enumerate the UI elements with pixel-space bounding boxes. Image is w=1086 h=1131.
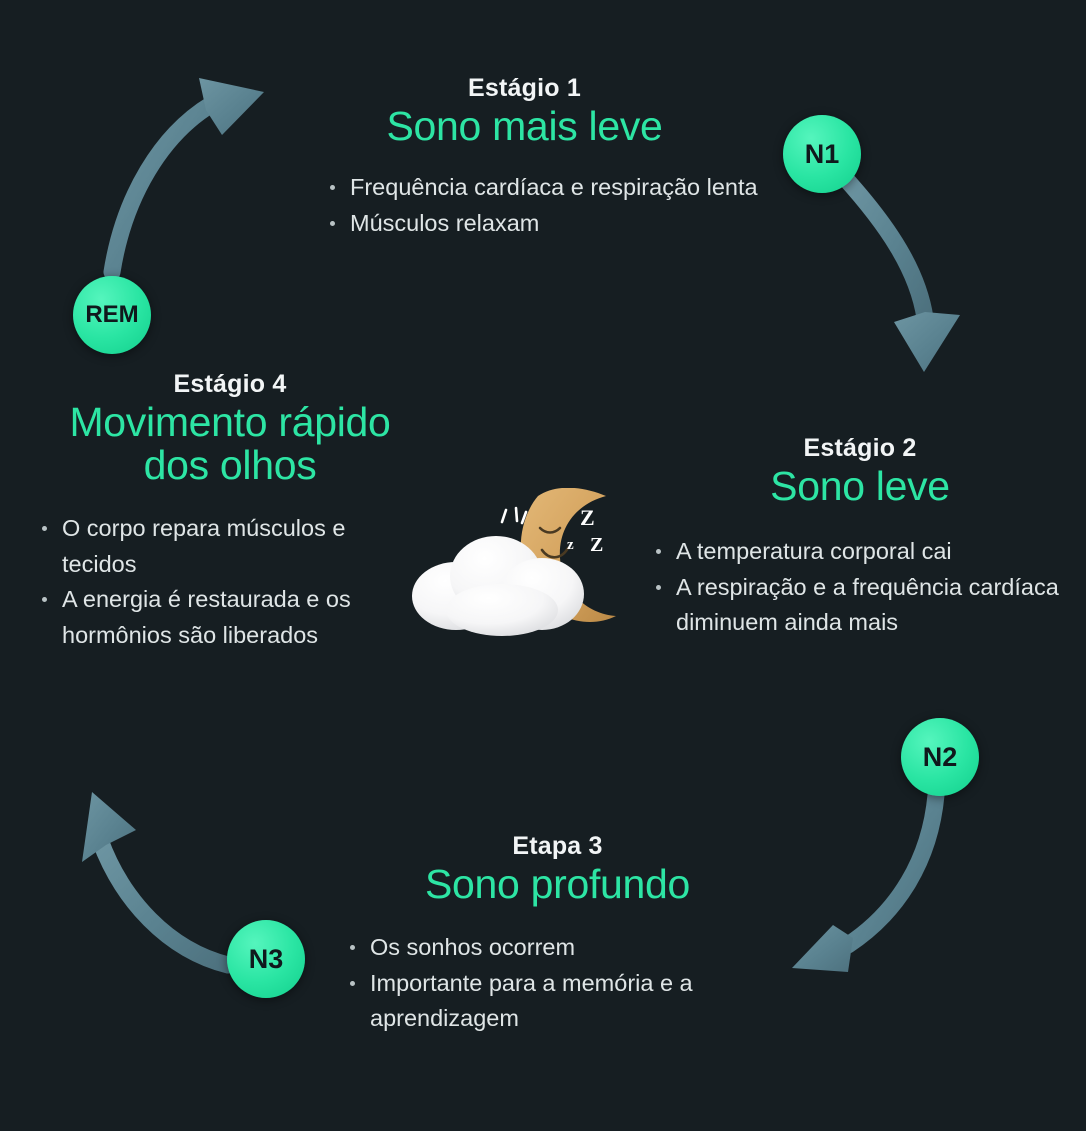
stage-4-bullet-list: O corpo repara músculos e tecidos A ener… (36, 511, 424, 654)
stage-4-eyebrow: Estágio 4 (173, 370, 287, 398)
stage-4-title: Movimento rápido dos olhos (69, 398, 391, 488)
sparkle-icon (500, 506, 528, 525)
stage-2-title: Sono leve (770, 462, 950, 509)
node-badge-n3[interactable]: N3 (227, 920, 305, 998)
svg-text:Z: Z (590, 534, 603, 556)
node-label-rem: REM (85, 301, 139, 328)
stage-1-eyebrow: Estágio 1 (468, 74, 581, 102)
node-badge-n1[interactable]: N1 (783, 115, 861, 193)
list-item: Frequência cardíaca e respiração lenta (324, 170, 787, 206)
list-item: Importante para a memória e a aprendizag… (344, 966, 785, 1037)
list-item: Músculos relaxam (324, 206, 787, 242)
list-item: A respiração e a frequência cardíaca dim… (650, 570, 1070, 641)
stage-4-heading: Estágio 4 Movimento rápido dos olhos (36, 370, 424, 487)
stage-panel-1: Estágio 1 Sono mais leve Frequência card… (262, 74, 787, 241)
stage-panel-2: Estágio 2 Sono leve A temperatura corpor… (650, 434, 1070, 641)
node-label-n3: N3 (248, 943, 284, 974)
list-item: Os sonhos ocorrem (344, 930, 785, 966)
stage-1-bullet-list: Frequência cardíaca e respiração lenta M… (262, 170, 787, 241)
sleeping-moon-cloud-illustration: Z z Z (412, 488, 616, 636)
node-badge-n2[interactable]: N2 (901, 718, 979, 796)
arrow-n2-to-n3 (792, 786, 945, 972)
stage-2-eyebrow: Estágio 2 (803, 434, 917, 462)
stage-2-bullet-list: A temperatura corporal cai A respiração … (650, 534, 1070, 641)
list-item: O corpo repara músculos e tecidos (36, 511, 424, 582)
stage-1-title: Sono mais leve (386, 102, 663, 149)
svg-text:Z: Z (580, 505, 595, 530)
node-badge-rem[interactable]: REM (73, 276, 151, 354)
cloud-icon (412, 536, 584, 636)
stage-3-bullet-list: Os sonhos ocorrem Importante para a memó… (330, 930, 785, 1037)
moon-smile (540, 546, 570, 559)
moon-eye-closed (538, 526, 562, 534)
arrow-n1-to-n2 (836, 169, 960, 372)
stage-panel-3: Etapa 3 Sono profundo Os sonhos ocorrem … (330, 832, 785, 1037)
arrow-rem-to-n1 (103, 78, 264, 281)
stage-1-heading: Estágio 1 Sono mais leve (262, 74, 787, 148)
list-item: A energia é restaurada e os hormônios sã… (36, 582, 424, 653)
stage-3-eyebrow: Etapa 3 (512, 832, 603, 860)
zzz-icon: Z z Z (567, 505, 603, 556)
arrow-n3-to-rem (82, 792, 237, 974)
svg-text:z: z (567, 537, 574, 553)
node-label-n2: N2 (922, 741, 958, 772)
stage-3-title: Sono profundo (424, 860, 691, 907)
stage-2-heading: Estágio 2 Sono leve (650, 434, 1070, 508)
stage-panel-4: Estágio 4 Movimento rápido dos olhos O c… (36, 370, 424, 654)
list-item: A temperatura corporal cai (650, 534, 1070, 570)
stage-3-heading: Etapa 3 Sono profundo (330, 832, 785, 906)
node-label-n1: N1 (804, 138, 840, 169)
